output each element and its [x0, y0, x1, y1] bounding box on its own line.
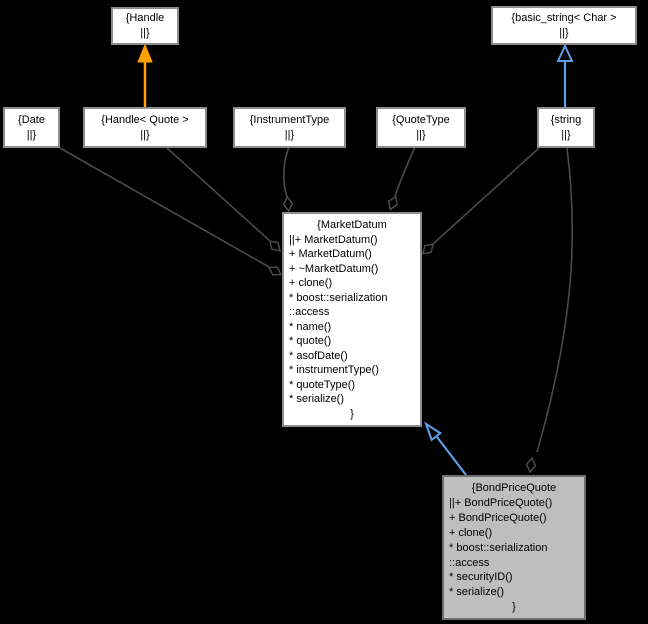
- node-market-datum-title: {MarketDatum: [317, 219, 387, 231]
- node-market-datum[interactable]: {MarketDatum ||+ MarketDatum() + MarketD…: [282, 212, 422, 427]
- node-bond-price-quote-member: ::access: [449, 556, 490, 569]
- node-bond-price-quote-close: }: [512, 601, 516, 614]
- node-instrument-type-line2: ||}: [284, 128, 295, 141]
- node-handle-line1: {Handle: [125, 12, 165, 24]
- node-basic-string-line2: ||}: [559, 26, 569, 39]
- node-quote-type-line2: ||}: [416, 128, 426, 141]
- node-market-datum-member: * instrumentType(): [289, 364, 379, 376]
- node-basic-string-line1: {basic_string< Char >: [511, 11, 617, 24]
- node-instrument-type-line1: {InstrumentType: [249, 113, 330, 126]
- node-market-datum-member: ||+ MarketDatum(): [289, 233, 378, 246]
- aggregation-diamond-date-icon: [267, 266, 283, 276]
- node-date-line2: ||}: [26, 128, 37, 141]
- node-bond-price-quote-member: * boost::serialization: [449, 541, 548, 554]
- node-quote-type-line1: {QuoteType: [392, 113, 450, 126]
- node-bond-price-quote[interactable]: {BondPriceQuote ||+ BondPriceQuote() + B…: [442, 475, 586, 620]
- node-bond-price-quote-member: + clone(): [449, 526, 493, 539]
- node-handle-quote-line2: ||}: [140, 128, 150, 141]
- node-handle-line2: ||}: [140, 27, 150, 39]
- node-bond-price-quote-member: ||+ BondPriceQuote(): [449, 496, 553, 509]
- node-quote-type[interactable]: {QuoteType ||}: [376, 107, 466, 148]
- inheritance-arrow-bond-head-icon: [424, 421, 443, 442]
- inheritance-arrow-bond-line: [436, 436, 467, 476]
- node-bond-price-quote-member: + BondPriceQuote(): [449, 511, 547, 524]
- node-handle-quote[interactable]: {Handle< Quote > ||}: [83, 107, 207, 148]
- aggregation-edge-instrument-type: [283, 146, 290, 198]
- node-market-datum-member: * serialize(): [289, 393, 345, 405]
- node-string-line2: ||}: [561, 128, 571, 141]
- aggregation-diamond-string-marketdatum-icon: [421, 243, 435, 255]
- aggregation-edge-string-bond: [536, 147, 574, 453]
- template-arrow-head-icon: [137, 43, 153, 63]
- node-string-line1: {string: [550, 113, 582, 126]
- node-date[interactable]: {Date ||}: [3, 107, 60, 148]
- node-market-datum-member: + MarketDatum(): [289, 248, 372, 260]
- node-market-datum-member: + clone(): [289, 277, 333, 289]
- node-handle[interactable]: {Handle ||}: [111, 7, 179, 45]
- aggregation-diamond-quote-type-icon: [388, 195, 398, 211]
- node-instrument-type[interactable]: {InstrumentType ||}: [233, 107, 346, 148]
- node-market-datum-member: ::access: [289, 306, 330, 318]
- node-date-line1: {Date: [18, 113, 45, 126]
- node-market-datum-member: * asofDate(): [289, 349, 348, 362]
- node-market-datum-member: * name(): [289, 320, 332, 333]
- aggregation-diamond-handle-quote-icon: [268, 240, 282, 252]
- aggregation-diamond-string-bond-icon: [525, 456, 537, 474]
- node-string[interactable]: {string ||}: [537, 107, 595, 148]
- inheritance-arrow-string-head-icon: [556, 43, 574, 62]
- aggregation-edge-date: [59, 147, 270, 268]
- node-market-datum-member: + ~MarketDatum(): [289, 262, 379, 275]
- node-bond-price-quote-title: {BondPriceQuote: [471, 482, 557, 494]
- aggregation-edge-string-marketdatum: [432, 147, 540, 245]
- node-handle-quote-line1: {Handle< Quote >: [101, 113, 189, 126]
- aggregation-edge-quote-type: [394, 146, 416, 197]
- node-basic-string[interactable]: {basic_string< Char > ||}: [491, 6, 637, 45]
- node-market-datum-member: * quoteType(): [289, 378, 356, 391]
- node-market-datum-member: * quote(): [289, 335, 332, 347]
- node-bond-price-quote-member: * serialize(): [449, 586, 505, 599]
- node-market-datum-member: * boost::serialization: [289, 291, 388, 304]
- node-bond-price-quote-member: * securityID(): [449, 571, 513, 584]
- aggregation-edge-handle-quote: [166, 147, 271, 242]
- node-market-datum-close: }: [350, 407, 354, 420]
- aggregation-diamond-instrument-type-icon: [282, 195, 294, 213]
